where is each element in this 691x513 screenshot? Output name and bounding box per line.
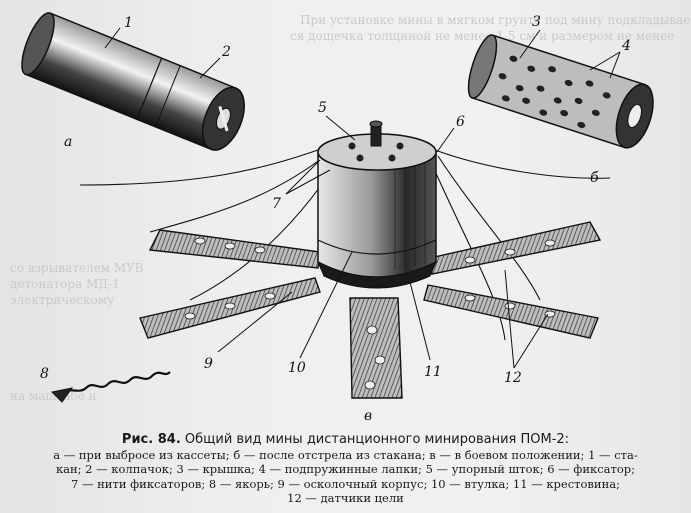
callout-2: 2 xyxy=(221,44,231,60)
callout-10: 10 xyxy=(288,360,306,376)
caption-line-3: 7 — нити фиксаторов; 8 — якорь; 9 — оско… xyxy=(71,476,620,491)
callout-7: 7 xyxy=(272,196,281,212)
caption-line-4: 12 — датчики цели xyxy=(287,491,404,505)
caption-title: Общий вид мины дистанционного минировани… xyxy=(184,432,570,447)
cross-piece xyxy=(316,260,437,289)
view-v-combat-position xyxy=(50,115,611,403)
callout-9: 9 xyxy=(204,356,213,372)
caption-label: Рис. 84. xyxy=(121,432,181,447)
callout-12: 12 xyxy=(504,370,522,386)
callout-6: 6 xyxy=(456,114,465,130)
view-label-v: в xyxy=(364,408,372,424)
view-b-after-launch xyxy=(467,29,654,149)
callout-8: 8 xyxy=(40,366,49,382)
view-label-a: а xyxy=(64,134,72,150)
mine-figure: 1 2 3 4 5 6 7 8 9 10 11 12 а б в xyxy=(21,12,654,424)
view-label-b: б xyxy=(590,170,599,186)
callout-5: 5 xyxy=(318,100,327,116)
callout-4: 4 xyxy=(621,38,631,54)
view-a-cassette xyxy=(21,12,245,151)
anchor xyxy=(59,371,171,396)
caption-line-2: кан; 2 — колпачок; 3 — крышка; 4 — подпр… xyxy=(55,462,636,476)
figure-caption: Рис. 84. Общий вид мины дистанционного м… xyxy=(0,432,691,506)
callout-3: 3 xyxy=(532,14,541,30)
callout-11: 11 xyxy=(424,364,442,380)
caption-line-1: а — при выбросе из кассеты; б — после от… xyxy=(53,447,638,462)
callout-1: 1 xyxy=(124,15,133,31)
